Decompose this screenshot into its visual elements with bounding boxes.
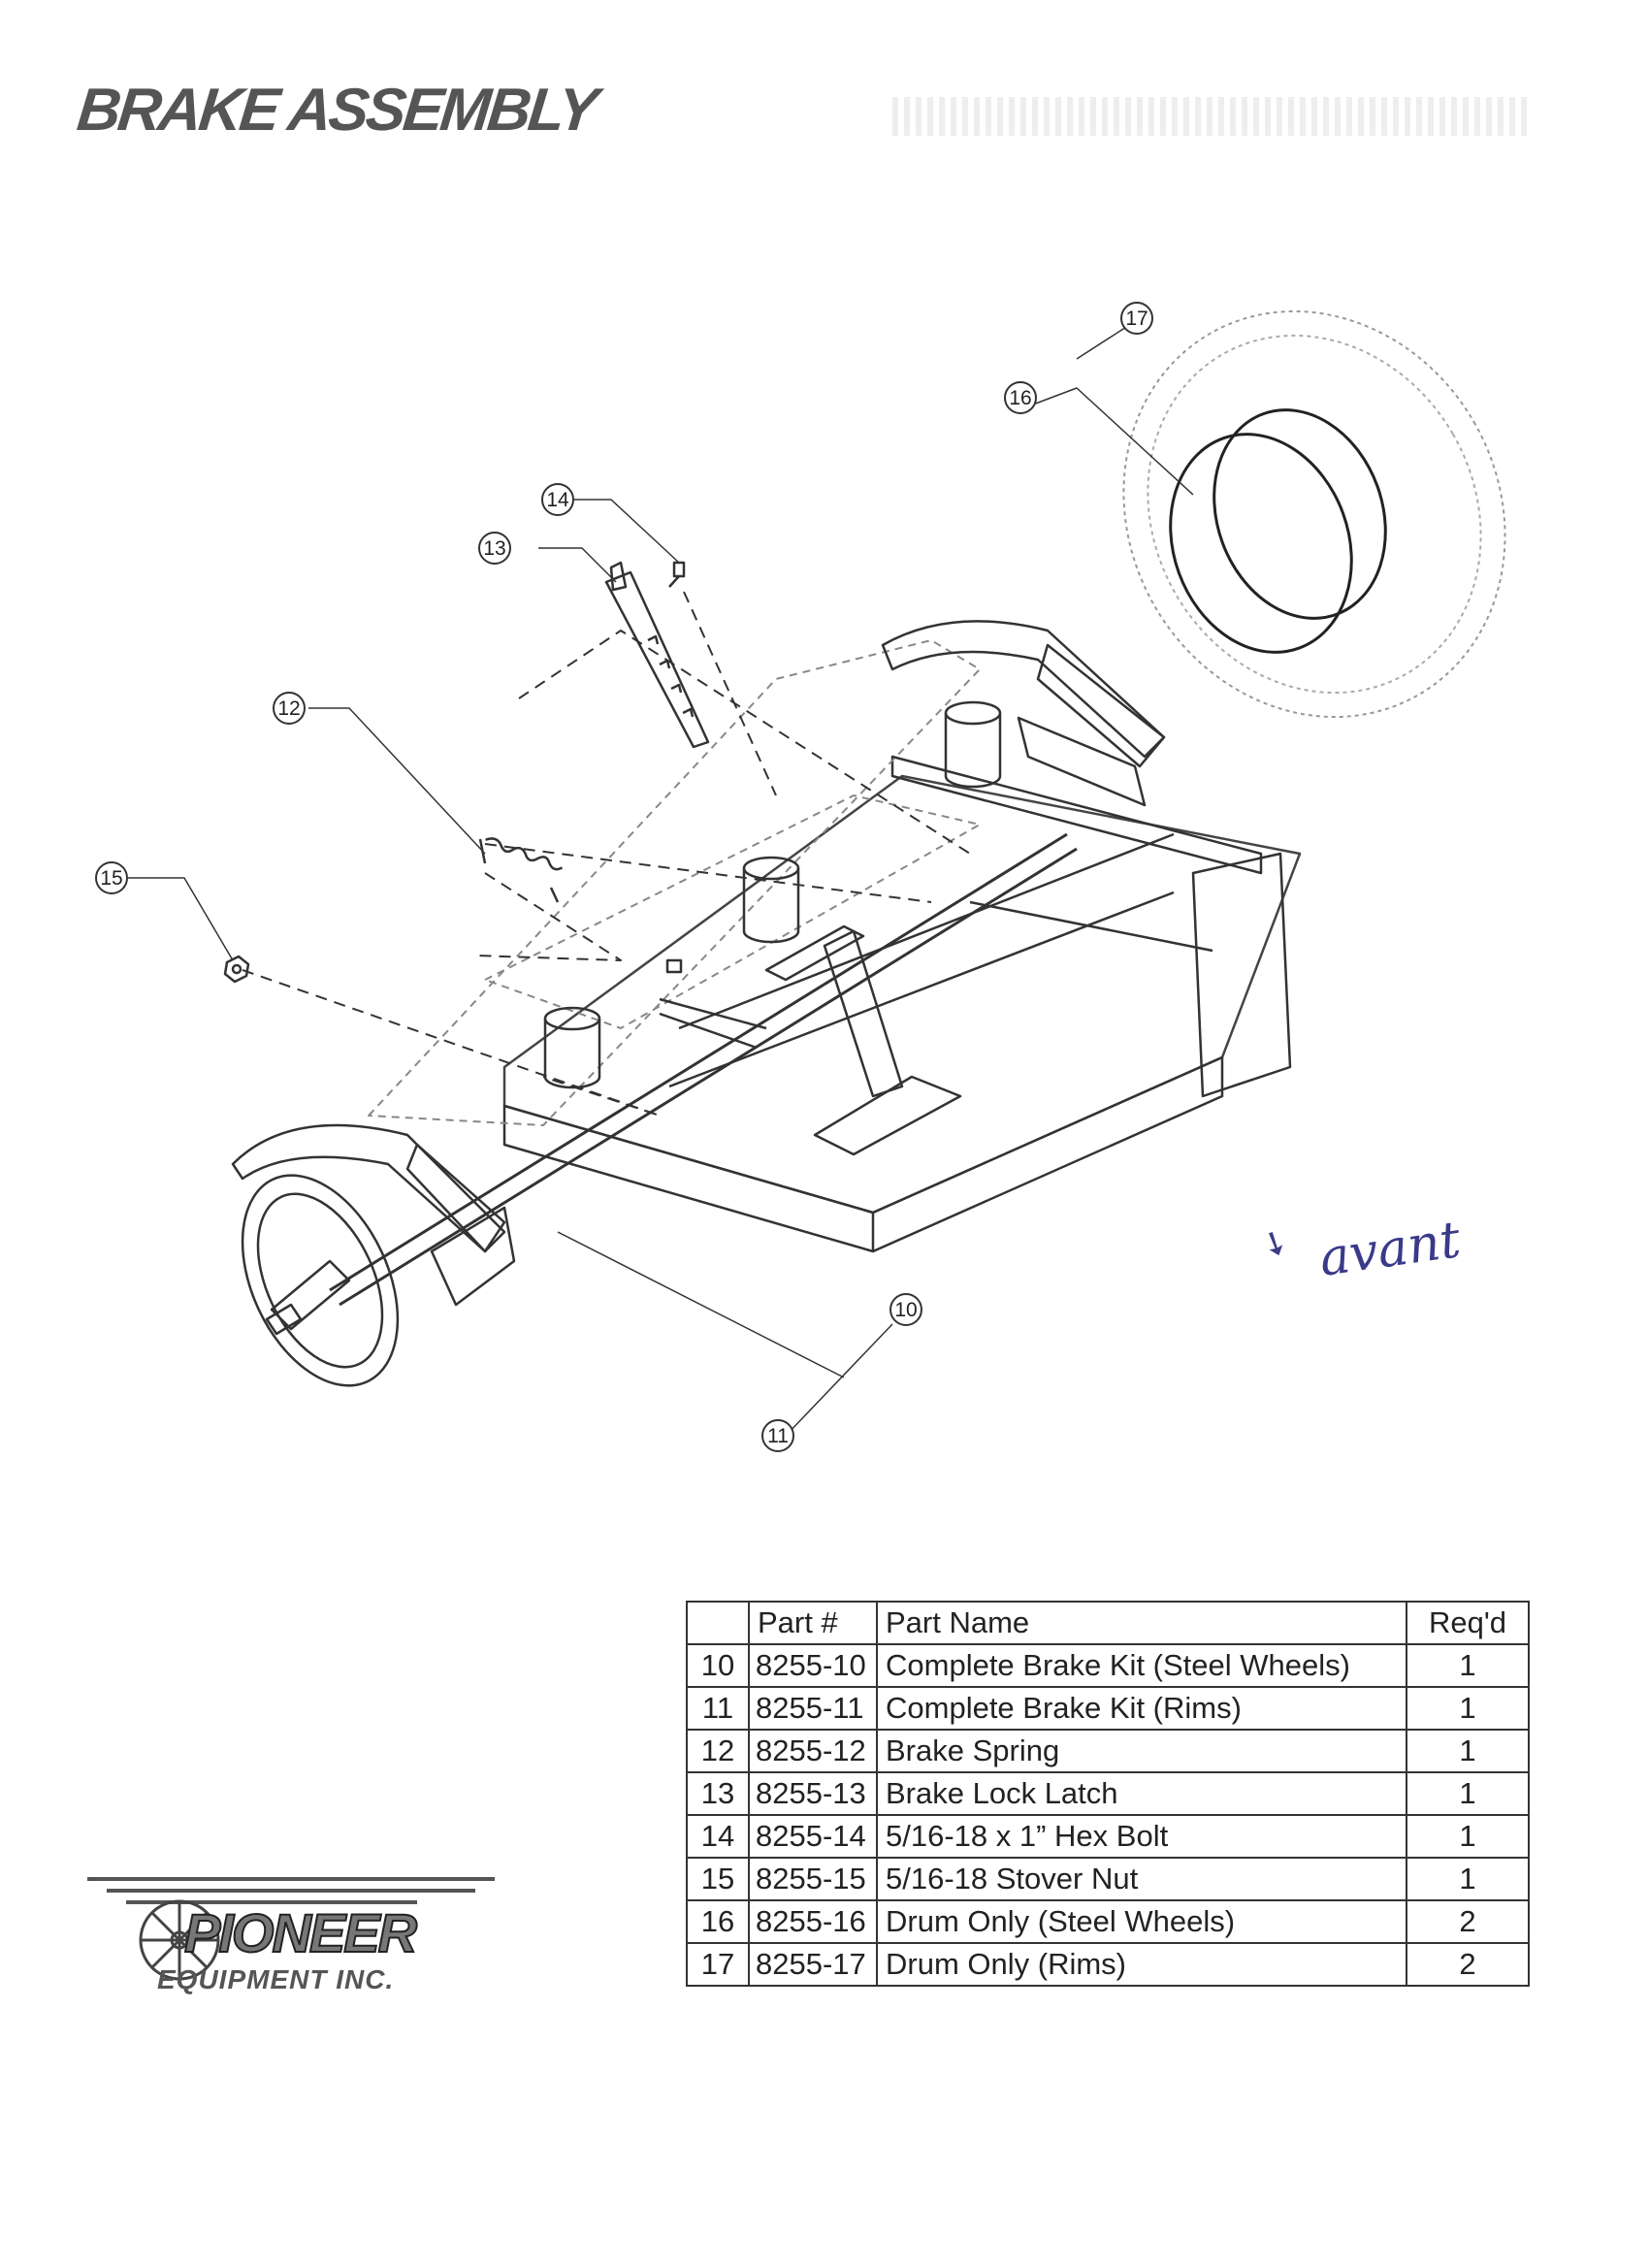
frame-ghost-outline	[368, 639, 981, 1126]
table-row: 13 8255-13 Brake Lock Latch 1	[686, 1771, 1530, 1816]
cell-part-name: 5/16-18 Stover Nut	[876, 1857, 1407, 1901]
cell-item: 16	[686, 1899, 750, 1944]
svg-text:13: 13	[483, 537, 505, 560]
cell-part-number: 8255-13	[748, 1771, 878, 1816]
hex-bolt	[668, 561, 686, 588]
frame-posts	[543, 700, 1002, 1089]
cell-reqd: 1	[1406, 1686, 1530, 1731]
logo-stripe	[87, 1877, 495, 1881]
cell-reqd: 1	[1406, 1643, 1530, 1688]
cell-item: 14	[686, 1814, 750, 1859]
cell-reqd: 2	[1406, 1942, 1530, 1987]
svg-text:12: 12	[277, 697, 300, 720]
logo-stripe	[107, 1889, 475, 1893]
callout-17: 17	[1120, 302, 1153, 335]
logo-wordmark: PIONEER	[183, 1901, 418, 1964]
table-row: 12 8255-12 Brake Spring 1	[686, 1729, 1530, 1773]
callout-13: 13	[478, 532, 511, 565]
assembly-guide-lines	[242, 591, 971, 1117]
pioneer-logo: PIONEER EQUIPMENT INC.	[87, 1867, 504, 2013]
cell-part-name: Complete Brake Kit (Steel Wheels)	[876, 1643, 1407, 1688]
cart-frame	[502, 755, 1302, 1253]
logo-stripe	[126, 1900, 417, 1904]
cell-part-number: 8255-11	[748, 1686, 878, 1731]
logo-subtitle: EQUIPMENT INC.	[157, 1964, 395, 1994]
cell-part-number: 8255-12	[748, 1729, 878, 1773]
cell-part-name: Drum Only (Rims)	[876, 1942, 1407, 1987]
cell-item: 15	[686, 1857, 750, 1901]
header-reqd: Req'd	[1406, 1601, 1530, 1645]
svg-text:14: 14	[546, 489, 569, 511]
table-row: 15 8255-15 5/16-18 Stover Nut 1	[686, 1857, 1530, 1901]
svg-text:11: 11	[767, 1425, 789, 1447]
title-rule-decoration	[892, 97, 1533, 136]
cell-reqd: 1	[1406, 1729, 1530, 1773]
table-row: 16 8255-16 Drum Only (Steel Wheels) 2	[686, 1899, 1530, 1944]
table-row: 17 8255-17 Drum Only (Rims) 2	[686, 1942, 1530, 1987]
cell-part-number: 8255-10	[748, 1643, 878, 1688]
callout-12: 12	[273, 692, 306, 725]
parts-table: Part # Part Name Req'd 10 8255-10 Comple…	[686, 1601, 1530, 1987]
cell-item: 13	[686, 1771, 750, 1816]
header-part-number: Part #	[748, 1601, 878, 1645]
brake-spring	[478, 837, 564, 903]
callout-markers: 10 11 12 13 14 15 16 17	[95, 302, 1153, 1452]
cell-item: 12	[686, 1729, 750, 1773]
table-row: 14 8255-14 5/16-18 x 1” Hex Bolt 1	[686, 1814, 1530, 1859]
callout-15: 15	[95, 861, 128, 894]
cell-part-number: 8255-15	[748, 1857, 878, 1901]
parts-table-header: Part # Part Name Req'd	[686, 1601, 1530, 1645]
cell-item: 10	[686, 1643, 750, 1688]
callout-16: 16	[1004, 381, 1037, 414]
table-row: 11 8255-11 Complete Brake Kit (Rims) 1	[686, 1686, 1530, 1731]
cell-part-name: Drum Only (Steel Wheels)	[876, 1899, 1407, 1944]
cell-reqd: 2	[1406, 1899, 1530, 1944]
svg-text:15: 15	[100, 867, 122, 890]
cell-part-name: 5/16-18 x 1” Hex Bolt	[876, 1814, 1407, 1859]
callout-leaders	[114, 319, 1194, 1437]
header-part-name: Part Name	[876, 1601, 1407, 1645]
cell-part-name: Complete Brake Kit (Rims)	[876, 1686, 1407, 1731]
axle	[329, 832, 1078, 1307]
callout-14: 14	[541, 483, 574, 516]
cell-part-number: 8255-17	[748, 1942, 878, 1987]
cell-part-name: Brake Lock Latch	[876, 1771, 1407, 1816]
wagon-wheel-icon	[139, 1899, 220, 1981]
callout-10: 10	[889, 1293, 922, 1326]
cell-part-name: Brake Spring	[876, 1729, 1407, 1773]
stover-nut	[223, 955, 250, 984]
left-wheel-brake	[231, 1123, 516, 1387]
tow-hitch	[659, 924, 962, 1156]
cell-item: 11	[686, 1686, 750, 1731]
callout-11: 11	[761, 1419, 794, 1452]
brake-assembly-diagram: 10 11 12 13 14 15 16 17	[95, 302, 1506, 1452]
wheel-drum	[1122, 309, 1506, 719]
cell-reqd: 1	[1406, 1857, 1530, 1901]
cell-part-number: 8255-14	[748, 1814, 878, 1859]
svg-text:17: 17	[1125, 308, 1148, 330]
svg-text:16: 16	[1009, 387, 1031, 409]
right-wheel-brake	[881, 620, 1166, 807]
cell-item: 17	[686, 1942, 750, 1987]
table-row: 10 8255-10 Complete Brake Kit (Steel Whe…	[686, 1643, 1530, 1688]
svg-text:10: 10	[894, 1299, 917, 1321]
cell-part-number: 8255-16	[748, 1899, 878, 1944]
header-item	[686, 1601, 750, 1645]
cell-reqd: 1	[1406, 1814, 1530, 1859]
cell-reqd: 1	[1406, 1771, 1530, 1816]
